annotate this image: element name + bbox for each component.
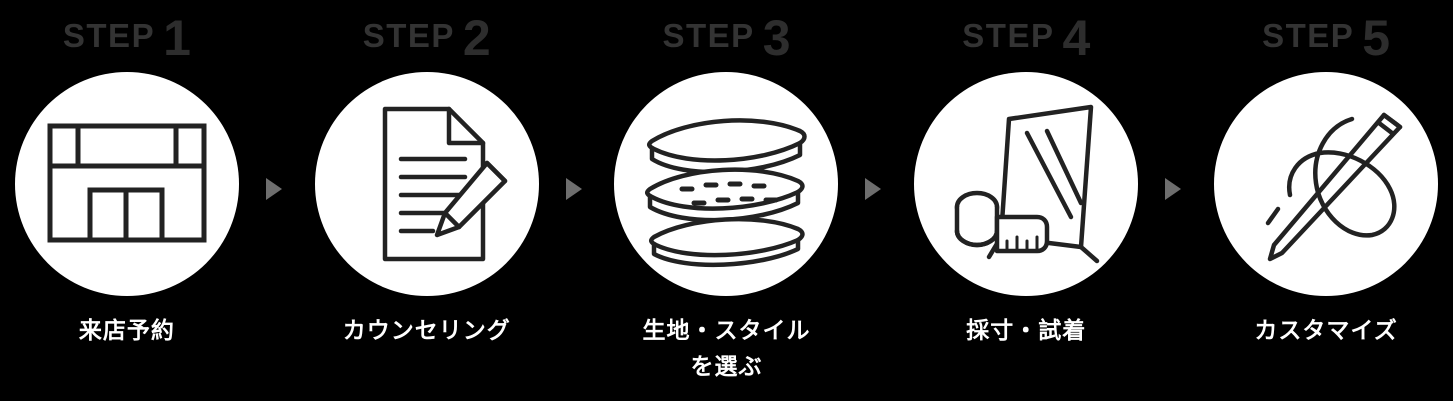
step-5-number: 5 — [1362, 10, 1391, 66]
arrow-3 — [853, 0, 899, 401]
step-3: STEP 3 — [600, 0, 854, 384]
step-4: STEP 4 — [899, 0, 1153, 349]
arrow-right-icon — [565, 178, 582, 200]
step-3-number: 3 — [762, 10, 791, 66]
step-3-heading: STEP 3 — [662, 0, 790, 72]
step-4-caption: 採寸・試着 — [966, 317, 1087, 343]
step-1: STEP 1 来店予約 — [0, 0, 254, 349]
step-5: STEP 5 カスタマイズ — [1199, 0, 1453, 349]
step-4-word: STEP — [962, 17, 1055, 54]
step-4-circle — [914, 72, 1139, 296]
step-1-caption: 来店予約 — [78, 317, 175, 343]
step-1-heading: STEP 1 — [63, 0, 191, 72]
step-3-word: STEP — [662, 17, 755, 54]
storefront-icon — [32, 104, 222, 264]
tape-measure-mirror-icon — [931, 97, 1121, 272]
step-2-caption: カウンセリング — [342, 317, 511, 343]
arrow-2 — [554, 0, 600, 401]
arrow-1 — [254, 0, 300, 401]
step-5-word: STEP — [1262, 17, 1355, 54]
step-2-word: STEP — [362, 17, 455, 54]
step-1-word: STEP — [62, 17, 156, 54]
fabric-stack-icon — [628, 97, 824, 272]
needle-thread-icon — [1234, 97, 1419, 272]
arrow-right-icon — [865, 178, 882, 200]
step-5-circle — [1214, 72, 1439, 296]
step-4-number: 4 — [1062, 10, 1091, 66]
step-4-heading: STEP 4 — [962, 0, 1090, 72]
arrow-right-icon — [265, 178, 282, 200]
arrow-right-icon — [1165, 178, 1182, 200]
step-3-caption: 生地・スタイル を選ぶ — [642, 317, 811, 379]
step-1-circle — [14, 72, 239, 296]
step-5-heading: STEP 5 — [1262, 0, 1390, 72]
step-1-number: 1 — [163, 10, 191, 66]
step-2: STEP 2 カウンセリング — [300, 0, 554, 349]
arrow-4 — [1153, 0, 1199, 401]
step-2-circle — [314, 72, 539, 296]
step-2-heading: STEP 2 — [363, 0, 491, 72]
document-pencil-icon — [337, 97, 517, 272]
step-2-number: 2 — [462, 10, 491, 66]
step-3-circle — [614, 72, 839, 296]
step-5-caption: カスタマイズ — [1254, 317, 1398, 343]
